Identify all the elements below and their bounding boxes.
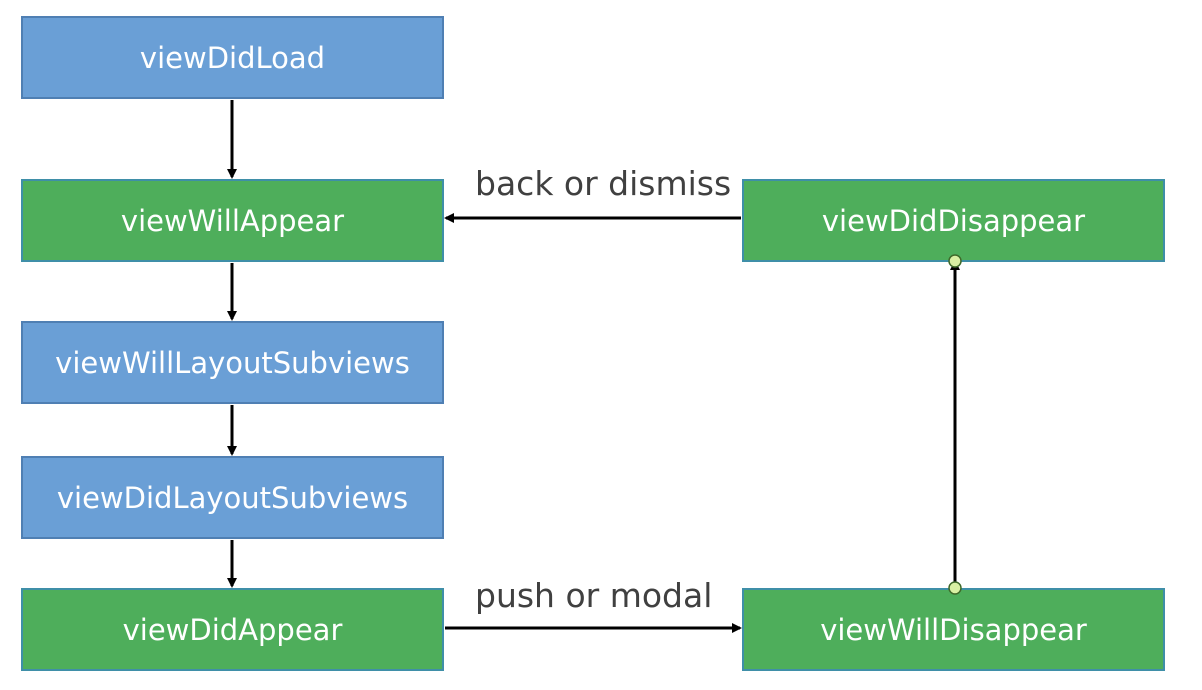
node-label: viewDidLoad [139, 40, 326, 75]
node-label: viewDidAppear [122, 612, 343, 647]
node-view-will-appear: viewWillAppear [21, 179, 444, 262]
node-view-did-layout-subviews: viewDidLayoutSubviews [21, 456, 444, 539]
node-view-did-appear: viewDidAppear [21, 588, 444, 671]
node-label: viewWillDisappear [820, 612, 1087, 647]
edge-label-push-or-modal: push or modal [475, 576, 713, 615]
node-view-did-disappear: viewDidDisappear [742, 179, 1165, 262]
edge-label-back-or-dismiss: back or dismiss [475, 164, 732, 203]
node-label: viewWillAppear [120, 203, 345, 238]
node-view-did-load: viewDidLoad [21, 16, 444, 99]
node-view-will-layout-subviews: viewWillLayoutSubviews [21, 321, 444, 404]
node-view-will-disappear: viewWillDisappear [742, 588, 1165, 671]
connector-dot-bottom [948, 581, 962, 595]
node-label: viewWillLayoutSubviews [55, 345, 410, 380]
node-label: viewDidDisappear [821, 203, 1086, 238]
node-label: viewDidLayoutSubviews [56, 480, 409, 515]
connector-dot-top [948, 254, 962, 268]
